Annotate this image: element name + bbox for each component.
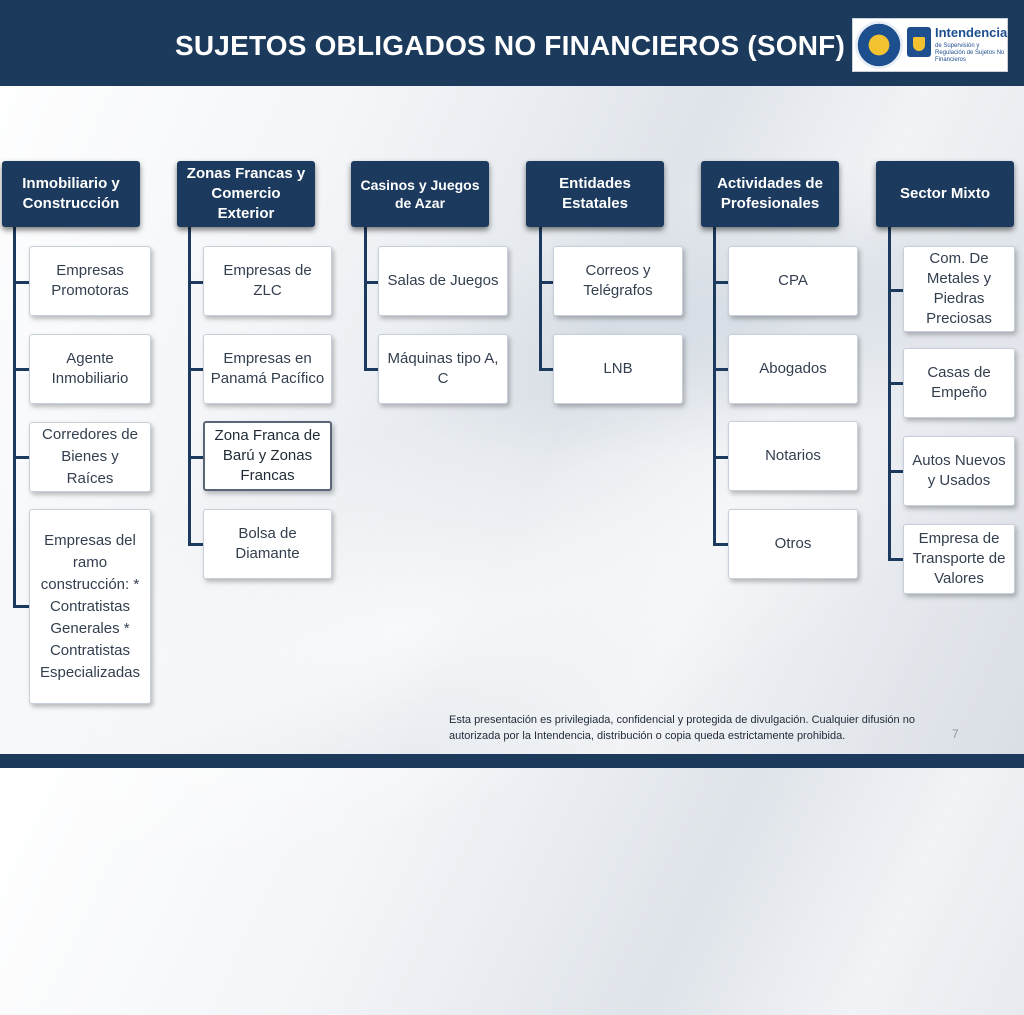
bottom-bar bbox=[0, 754, 1024, 768]
category-profesionales: Actividades de Profesionales bbox=[701, 161, 839, 227]
item-corredores: Corredores de Bienes y Raíces bbox=[29, 422, 151, 492]
item-metales-piedras: Com. De Metales y Piedras Preciosas bbox=[903, 246, 1015, 332]
connector-line bbox=[13, 456, 30, 459]
logo-name: Intendencia bbox=[935, 25, 1008, 40]
logo-mark-icon bbox=[907, 27, 931, 57]
category-entidades-estatales: Entidades Estatales bbox=[526, 161, 664, 227]
item-autos: Autos Nuevos y Usados bbox=[903, 436, 1015, 506]
connector-line bbox=[539, 368, 554, 371]
logo-subtitle: de Supervisión y Regulación de Sujetos N… bbox=[935, 43, 1005, 63]
connector-line bbox=[888, 558, 904, 561]
item-abogados: Abogados bbox=[728, 334, 858, 404]
connector-line bbox=[888, 226, 891, 561]
connector-line bbox=[13, 368, 30, 371]
connector-line bbox=[888, 470, 904, 473]
connector-line bbox=[713, 543, 729, 546]
item-lnb: LNB bbox=[553, 334, 683, 404]
connector-line bbox=[364, 368, 379, 371]
connector-line bbox=[13, 605, 30, 608]
item-empresas-zlc: Empresas de ZLC bbox=[203, 246, 332, 316]
seal-icon bbox=[855, 21, 903, 69]
connector-line bbox=[188, 456, 204, 459]
item-bolsa-diamante: Bolsa de Diamante bbox=[203, 509, 332, 579]
connector-line bbox=[539, 226, 542, 371]
category-casinos: Casinos y Juegos de Azar bbox=[351, 161, 489, 227]
item-notarios: Notarios bbox=[728, 421, 858, 491]
category-zonas-francas: Zonas Francas y Comercio Exterior bbox=[177, 161, 315, 227]
page-title: SUJETOS OBLIGADOS NO FINANCIEROS (SONF) bbox=[175, 30, 845, 61]
item-salas-juegos: Salas de Juegos bbox=[378, 246, 508, 316]
item-cpa: CPA bbox=[728, 246, 858, 316]
item-agente-inmobiliario: Agente Inmobiliario bbox=[29, 334, 151, 404]
item-otros: Otros bbox=[728, 509, 858, 579]
connector-line bbox=[364, 281, 379, 284]
header-bar: SUJETOS OBLIGADOS NO FINANCIEROS (SONF) … bbox=[0, 0, 1024, 86]
connector-line bbox=[188, 281, 204, 284]
item-empresas-promotoras: Empresas Promotoras bbox=[29, 246, 151, 316]
item-panama-pacifico: Empresas en Panamá Pacífico bbox=[203, 334, 332, 404]
connector-line bbox=[713, 368, 729, 371]
connector-line bbox=[713, 281, 729, 284]
category-inmobiliario: Inmobiliario y Construcción bbox=[2, 161, 140, 227]
connector-line bbox=[539, 281, 554, 284]
connector-line bbox=[13, 281, 30, 284]
category-sector-mixto: Sector Mixto bbox=[876, 161, 1014, 227]
item-correos: Correos y Telégrafos bbox=[553, 246, 683, 316]
page-number: 7 bbox=[952, 727, 959, 741]
connector-line bbox=[364, 226, 367, 371]
confidentiality-notice: Esta presentación es privilegiada, confi… bbox=[449, 714, 915, 742]
connector-line bbox=[713, 226, 716, 546]
connector-line bbox=[713, 456, 729, 459]
intendencia-logo: Intendencia de Supervisión y Regulación … bbox=[852, 18, 1008, 72]
item-casas-empeno: Casas de Empeño bbox=[903, 348, 1015, 418]
connector-line bbox=[888, 382, 904, 385]
item-zona-franca-baru: Zona Franca de Barú y Zonas Francas bbox=[203, 421, 332, 491]
connector-line bbox=[13, 226, 16, 607]
connector-line bbox=[188, 226, 191, 546]
connector-line bbox=[188, 368, 204, 371]
item-maquinas: Máquinas tipo A, C bbox=[378, 334, 508, 404]
connector-line bbox=[888, 289, 904, 292]
item-transporte-valores: Empresa de Transporte de Valores bbox=[903, 524, 1015, 594]
connector-line bbox=[188, 543, 204, 546]
item-empresas-construccion: Empresas del ramo construcción: * Contra… bbox=[29, 509, 151, 704]
